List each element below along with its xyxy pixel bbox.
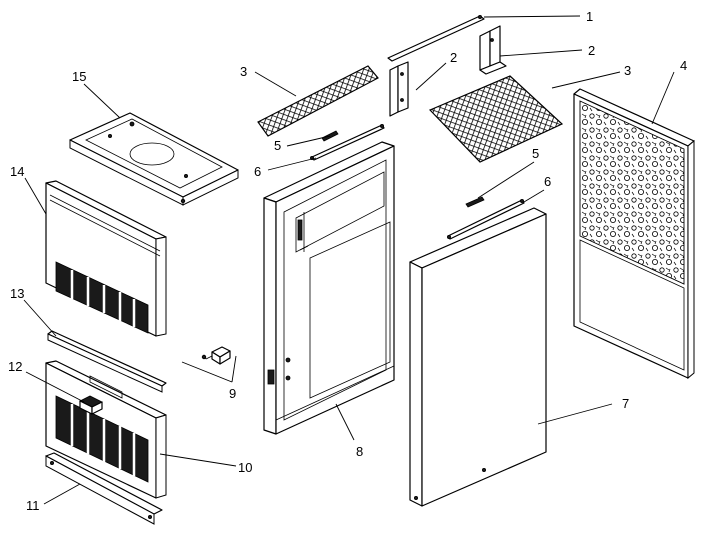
- callout-5-right: 5: [532, 146, 539, 161]
- callout-1: 1: [586, 9, 593, 24]
- part-8-cabinet-frame: [263, 141, 395, 435]
- callout-8: 8: [356, 444, 363, 459]
- part-15-top-plate: [69, 112, 239, 206]
- part-7-side-panel: [409, 207, 547, 507]
- callout-4: 4: [680, 58, 687, 73]
- callout-7: 7: [622, 396, 629, 411]
- callout-10: 10: [238, 460, 252, 475]
- part-5-right-clip: [465, 196, 485, 208]
- part-1-top-rail: [387, 14, 485, 62]
- part-11-base-strip: [45, 452, 163, 525]
- callout-2-left: 2: [450, 50, 457, 65]
- callout-labels: 1 2 2 3 3 4 5 5 6 6 7 8 9 10 11 12 13 14…: [8, 9, 687, 513]
- callout-3-left: 3: [240, 64, 247, 79]
- callout-13: 13: [10, 286, 24, 301]
- callout-2-right: 2: [588, 43, 595, 58]
- callout-5-left: 5: [274, 138, 281, 153]
- part-9-thermostat: [201, 346, 231, 365]
- callout-6-right: 6: [544, 174, 551, 189]
- part-3-left-grille: [257, 65, 379, 137]
- part-2-left-bracket: [389, 61, 409, 117]
- callout-11: 11: [26, 498, 40, 513]
- callout-15: 15: [72, 69, 86, 84]
- callout-3-right: 3: [624, 63, 631, 78]
- part-4-filter-frame: [573, 88, 695, 380]
- part-2-right-bracket: [479, 25, 507, 75]
- part-12-switch: [79, 395, 103, 415]
- part-6-right-rod: [446, 198, 525, 240]
- part-13-strip: [47, 330, 167, 393]
- part-3-right-grille: [428, 75, 564, 163]
- callout-6-left: 6: [254, 164, 261, 179]
- callout-9: 9: [229, 386, 236, 401]
- part-14-upper-front-panel: [45, 180, 167, 337]
- callout-12: 12: [8, 359, 22, 374]
- leader-lines: [23, 15, 675, 505]
- callout-14: 14: [10, 164, 24, 179]
